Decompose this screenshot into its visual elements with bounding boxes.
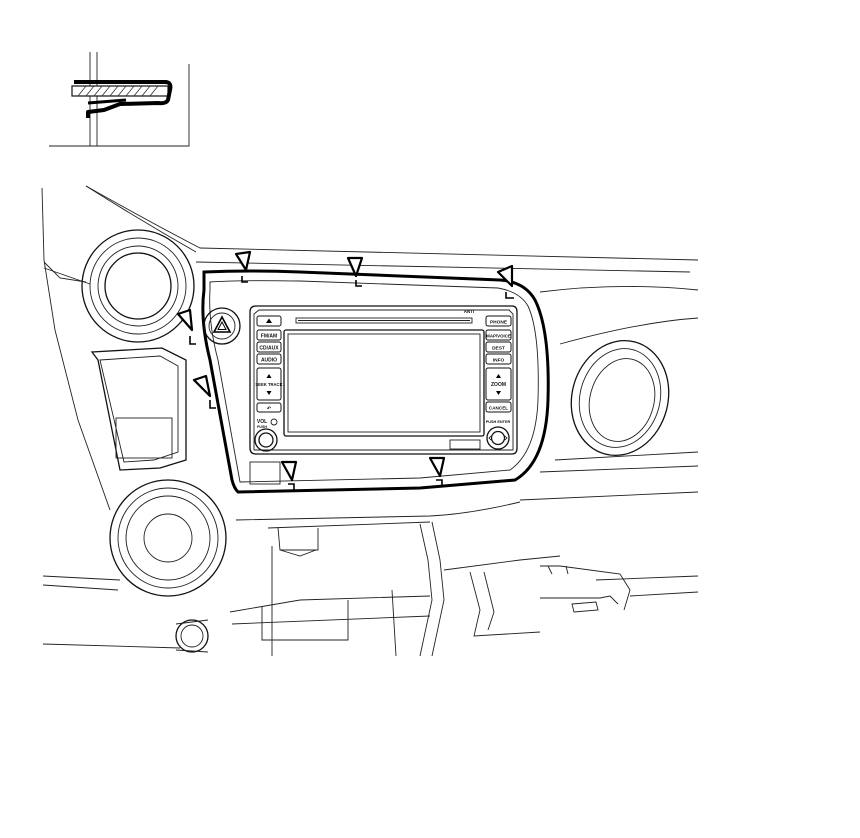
map-voice-button[interactable]: MAP/VOICE	[485, 329, 512, 341]
clip-detail-inset	[49, 52, 190, 147]
zoom-rocker[interactable]: ZOOM	[485, 367, 512, 401]
info-button[interactable]: INFO	[485, 353, 512, 365]
cancel-button[interactable]: CANCEL	[485, 401, 512, 413]
bezel-blank-cover	[249, 461, 281, 485]
tune-enter-knob[interactable]: PUSH ENTER	[486, 420, 511, 450]
svg-text:PUSH ENTER: PUSH ENTER	[486, 420, 511, 424]
phone-button[interactable]: PHONE	[485, 315, 512, 327]
clip-marker-arrow	[192, 374, 216, 409]
clip-marker-arrow	[346, 256, 364, 287]
seek-track-rocker[interactable]: SEEK TRACK	[255, 367, 283, 401]
svg-text:CANCEL: CANCEL	[489, 406, 508, 411]
clip-marker-arrow	[496, 264, 514, 299]
steering-column-knob	[109, 479, 227, 653]
clip-marker-arrow	[234, 250, 252, 283]
fm-am-button[interactable]: FM/AM	[256, 329, 282, 341]
svg-text:DEST: DEST	[492, 346, 505, 352]
back-button[interactable]: ↶	[256, 402, 282, 413]
clip-locations	[176, 250, 514, 490]
right-air-vent	[570, 339, 670, 457]
clip-marker-arrow	[176, 308, 196, 345]
navigation-head-unit: ANTI FM/AM CD/AUX AUDIO SEEK TRACK ↶	[249, 305, 518, 455]
svg-text:ZOOM: ZOOM	[491, 382, 506, 388]
cd-aux-button[interactable]: CD/AUX	[256, 341, 282, 353]
audio-button[interactable]: AUDIO	[256, 353, 282, 365]
svg-text:AUDIO: AUDIO	[261, 358, 277, 364]
svg-text:INFO: INFO	[493, 358, 505, 364]
dashboard-outline	[41, 185, 699, 657]
svg-text:↶: ↶	[266, 406, 272, 412]
svg-text:PUSH: PUSH	[257, 425, 267, 429]
clip-marker-arrow	[428, 456, 446, 486]
left-switch-panel	[90, 347, 187, 471]
dest-button[interactable]: DEST	[485, 341, 512, 353]
left-air-vent	[81, 229, 195, 343]
volume-power-knob[interactable]: VOL PUSH	[254, 418, 278, 452]
eject-button[interactable]	[256, 315, 282, 327]
clip-marker-arrow	[280, 460, 298, 490]
svg-text:SEEK TRACK: SEEK TRACK	[255, 382, 282, 387]
svg-text:MAP/VOICE: MAP/VOICE	[486, 334, 511, 339]
svg-text:PHONE: PHONE	[490, 320, 508, 326]
svg-text:VOL: VOL	[257, 419, 267, 425]
svg-text:FM/AM: FM/AM	[261, 334, 277, 340]
hazard-switch[interactable]	[203, 307, 241, 345]
center-cluster-bezel	[201, 269, 550, 494]
anti-theft-label: ANTI	[464, 309, 475, 314]
svg-text:CD/AUX: CD/AUX	[259, 346, 279, 352]
